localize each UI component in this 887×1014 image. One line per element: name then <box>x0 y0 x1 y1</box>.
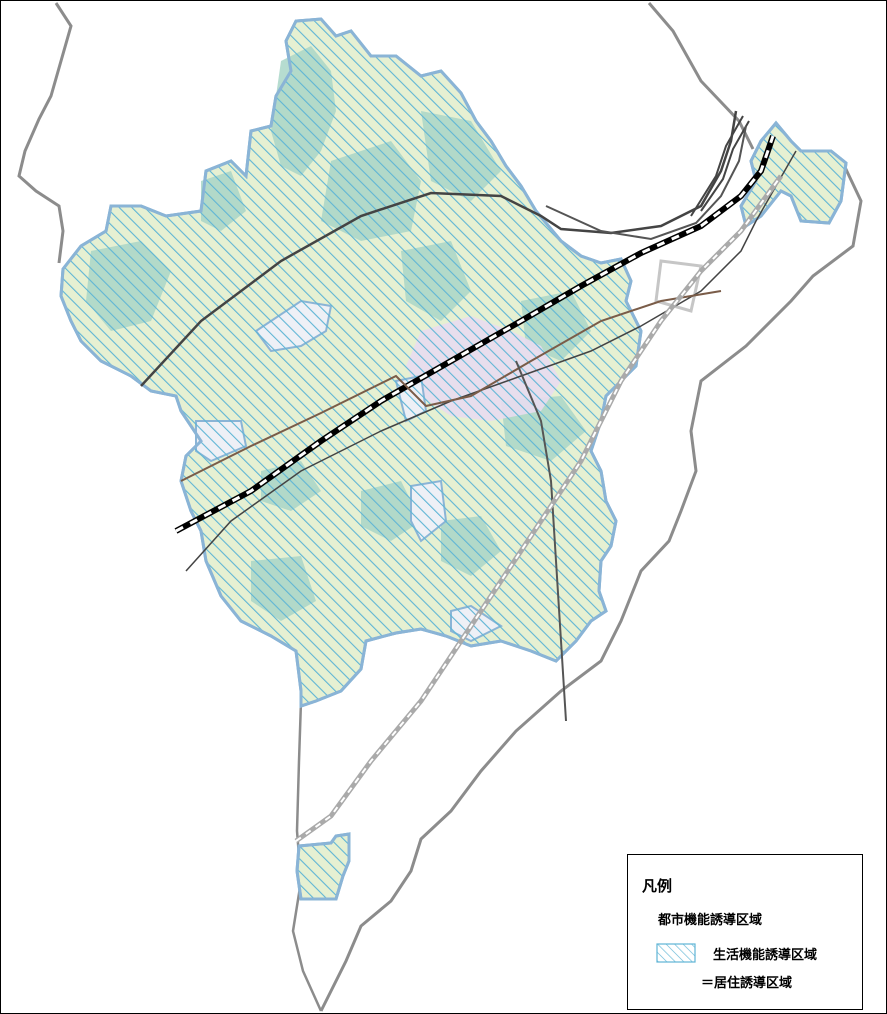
map-legend: 凡例 都市機能誘導区域 生活機能誘導区域 ＝居住誘導区域 <box>627 854 863 1010</box>
legend-hatch-swatch <box>656 943 696 963</box>
railway-main-line-dash <box>175 135 775 533</box>
boundary-inner <box>654 259 703 313</box>
road-brown <box>180 290 722 482</box>
railway-north <box>140 110 738 387</box>
living-function-zone-south-hatch <box>295 832 351 901</box>
legend-title: 凡例 <box>642 877 673 895</box>
legend-city-function-zone: 都市機能誘導区域 <box>658 913 763 928</box>
city-boundary-east <box>319 149 863 1012</box>
legend-residential-zone: ＝居住誘導区域 <box>701 976 793 991</box>
railway-north-branch2 <box>700 120 750 212</box>
city-boundary <box>17 2 73 264</box>
living-function-zone-hatch <box>59 17 643 709</box>
railway-northeast-curve <box>545 125 747 241</box>
legend-living-function-zone: 生活機能誘導区域 <box>713 948 818 963</box>
expressway-gray-dash <box>295 175 782 842</box>
road-south <box>515 360 567 722</box>
road-diagonal <box>185 150 797 572</box>
railway-north-branch <box>690 115 744 217</box>
